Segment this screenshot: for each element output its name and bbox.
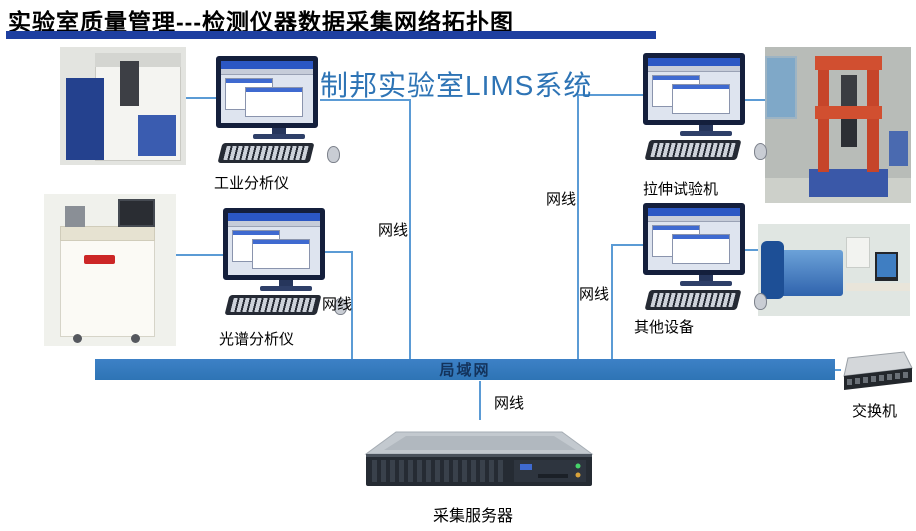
machine-top-panel xyxy=(95,52,181,68)
app-body xyxy=(648,72,740,120)
monitor-stand xyxy=(279,280,293,286)
machine-deck xyxy=(59,225,155,242)
crosshead xyxy=(814,106,882,119)
server-label: 采集服务器 xyxy=(433,508,514,525)
app-window xyxy=(252,239,310,269)
title-underline xyxy=(6,31,656,39)
keyboard-keys xyxy=(650,293,736,307)
app-toolbar xyxy=(648,216,740,222)
keyboard xyxy=(224,295,322,315)
keyboard-keys xyxy=(650,143,736,157)
app-window xyxy=(245,87,303,117)
machine-base xyxy=(808,168,888,197)
app-titlebar xyxy=(648,58,740,66)
monitor-base xyxy=(680,281,732,286)
other-equipment-photo xyxy=(758,224,910,316)
computer-monitor xyxy=(216,56,318,128)
app-body xyxy=(221,75,313,123)
mouse xyxy=(327,146,340,163)
app-titlebar xyxy=(221,61,313,69)
workstation-tensile xyxy=(643,53,769,160)
caster-wheel xyxy=(73,333,83,343)
app-toolbar xyxy=(221,69,313,75)
app-titlebar xyxy=(228,213,320,221)
workstation-spectral xyxy=(223,208,349,315)
machine-display xyxy=(117,198,155,228)
lims-system-title: 制邦实验室LIMS系统 xyxy=(320,70,593,101)
cable-label: 网线 xyxy=(579,286,610,303)
lan-label: 局域网 xyxy=(439,362,491,379)
instrument-box xyxy=(846,236,871,269)
cable-label: 网线 xyxy=(322,296,353,313)
cable-label: 网线 xyxy=(378,222,409,239)
app-titlebar xyxy=(648,208,740,216)
switch-illustration xyxy=(843,351,913,390)
industrial-analyzer-photo xyxy=(60,47,186,165)
computer-monitor xyxy=(643,53,745,125)
cable-label: 网线 xyxy=(494,395,525,412)
cable-line xyxy=(611,244,643,360)
computer-monitor xyxy=(223,208,325,280)
keyboard-keys xyxy=(230,298,316,312)
keyboard xyxy=(644,140,742,160)
monitor-base xyxy=(253,134,305,139)
cable-label: 网线 xyxy=(546,191,577,208)
lan-bar: 局域网 xyxy=(95,359,835,380)
monitor-stand xyxy=(272,128,286,134)
keyboard xyxy=(217,143,315,163)
keyboard-keys xyxy=(223,146,309,160)
lab-window xyxy=(765,56,798,119)
page-title: 实验室质量管理---检测仪器数据采集网络拓扑图 xyxy=(8,9,514,35)
spectral-analyzer-label: 光谱分析仪 xyxy=(219,331,295,348)
app-body xyxy=(648,222,740,270)
app-window xyxy=(672,234,730,264)
machine-column xyxy=(761,240,784,300)
spectral-analyzer-photo xyxy=(44,194,176,346)
machine-door xyxy=(138,115,176,156)
brand-logo-mark xyxy=(83,254,116,264)
app-window xyxy=(672,84,730,114)
specimen-grip xyxy=(840,75,857,107)
machine-slot xyxy=(120,61,140,106)
crosshead xyxy=(814,56,882,71)
machine-cabinet xyxy=(66,77,105,161)
monitor-base xyxy=(680,131,732,136)
monitor-stand xyxy=(699,275,713,281)
keyboard xyxy=(644,290,742,310)
control-box xyxy=(889,131,909,166)
industrial-analyzer-label: 工业分析仪 xyxy=(214,175,290,192)
tensile-tester-photo xyxy=(765,47,911,203)
app-body xyxy=(228,227,320,275)
app-toolbar xyxy=(228,221,320,227)
mouse xyxy=(754,293,767,310)
lab-monitor xyxy=(875,251,898,282)
sample-stand xyxy=(65,206,85,228)
workstation-industrial xyxy=(216,56,342,163)
monitor-stand xyxy=(699,125,713,131)
mouse xyxy=(754,143,767,160)
lab-desk xyxy=(846,282,910,292)
tensile-tester-label: 拉伸试验机 xyxy=(643,181,719,198)
workstation-other xyxy=(643,203,769,310)
server-illustration xyxy=(364,431,594,486)
other-equipment-label: 其他设备 xyxy=(634,319,695,336)
caster-wheel xyxy=(131,333,141,343)
computer-monitor xyxy=(643,203,745,275)
mouse xyxy=(334,298,347,315)
monitor-base xyxy=(260,286,312,291)
app-toolbar xyxy=(648,66,740,72)
specimen-grip xyxy=(840,118,857,147)
switch-label: 交换机 xyxy=(852,403,898,420)
